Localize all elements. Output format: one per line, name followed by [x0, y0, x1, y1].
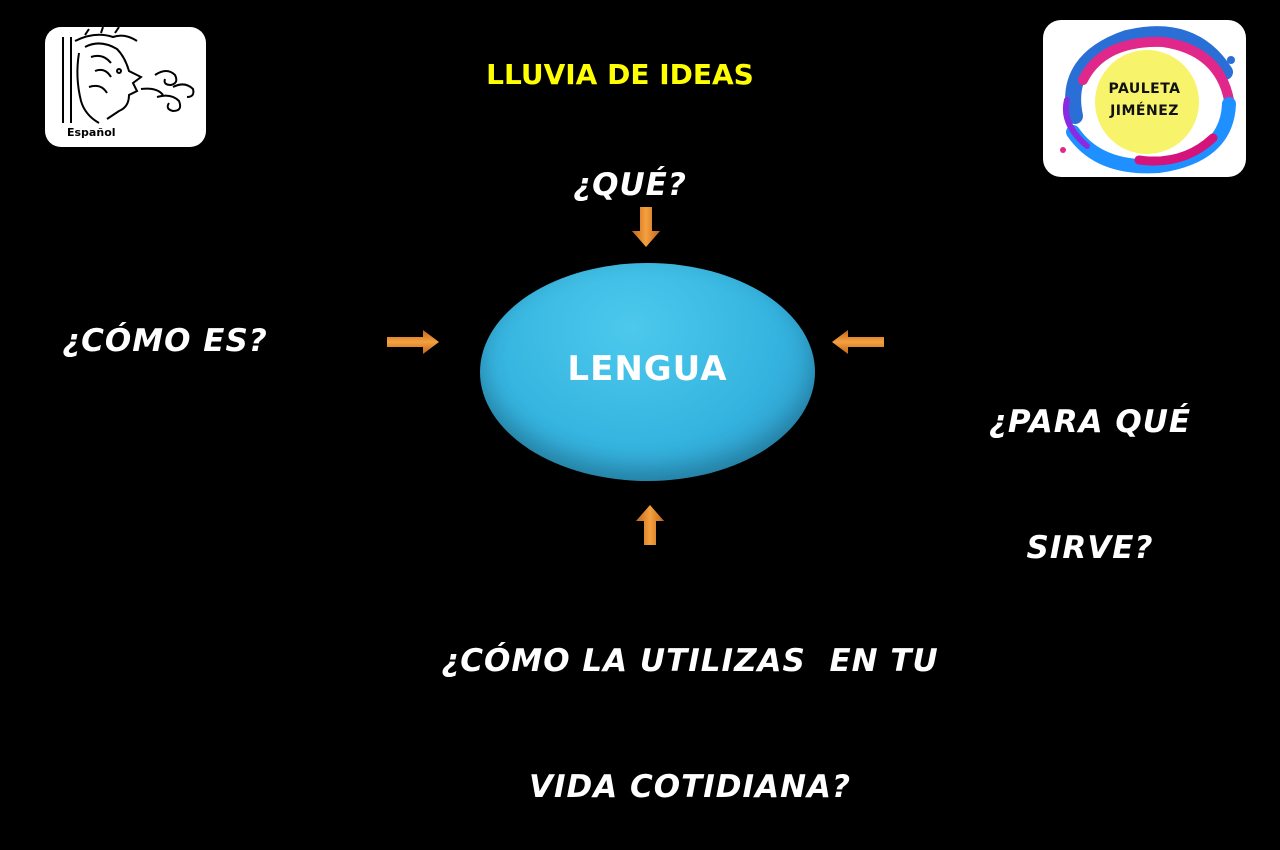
mayan-profile-icon [62, 27, 195, 124]
question-bottom-line-1: ¿CÓMO LA UTILIZAS EN TU [441, 643, 939, 679]
question-bottom: ¿CÓMO LA UTILIZAS EN TU VIDA COTIDIANA? [330, 556, 1050, 850]
question-right-line-2: SIRVE? [1026, 530, 1154, 566]
question-top: ¿QUÉ? [573, 167, 687, 203]
brand-line-1: PAULETA [1108, 81, 1181, 97]
espanol-logo: Español [45, 27, 206, 147]
question-bottom-line-2: VIDA COTIDIANA? [528, 769, 851, 805]
paint-swirl-icon [1060, 26, 1236, 174]
central-concept-label: LENGUA [567, 349, 728, 389]
central-concept-node: LENGUA [480, 263, 815, 481]
page-title: LLUVIA DE IDEAS [486, 58, 754, 91]
arrow-right-icon [387, 330, 439, 354]
logo-caption: Español [67, 126, 116, 139]
question-left: ¿CÓMO ES? [62, 323, 268, 359]
question-right-line-1: ¿PARA QUÉ [988, 404, 1192, 440]
pauleta-jimenez-logo: PAULETA JIMÉNEZ [1043, 20, 1246, 177]
brand-line-2: JIMÉNEZ [1110, 103, 1179, 119]
arrow-left-icon [832, 330, 884, 354]
arrow-up-icon [636, 505, 664, 545]
question-right: ¿PARA QUÉ SIRVE? [945, 317, 1235, 611]
arrow-down-icon [632, 207, 660, 247]
